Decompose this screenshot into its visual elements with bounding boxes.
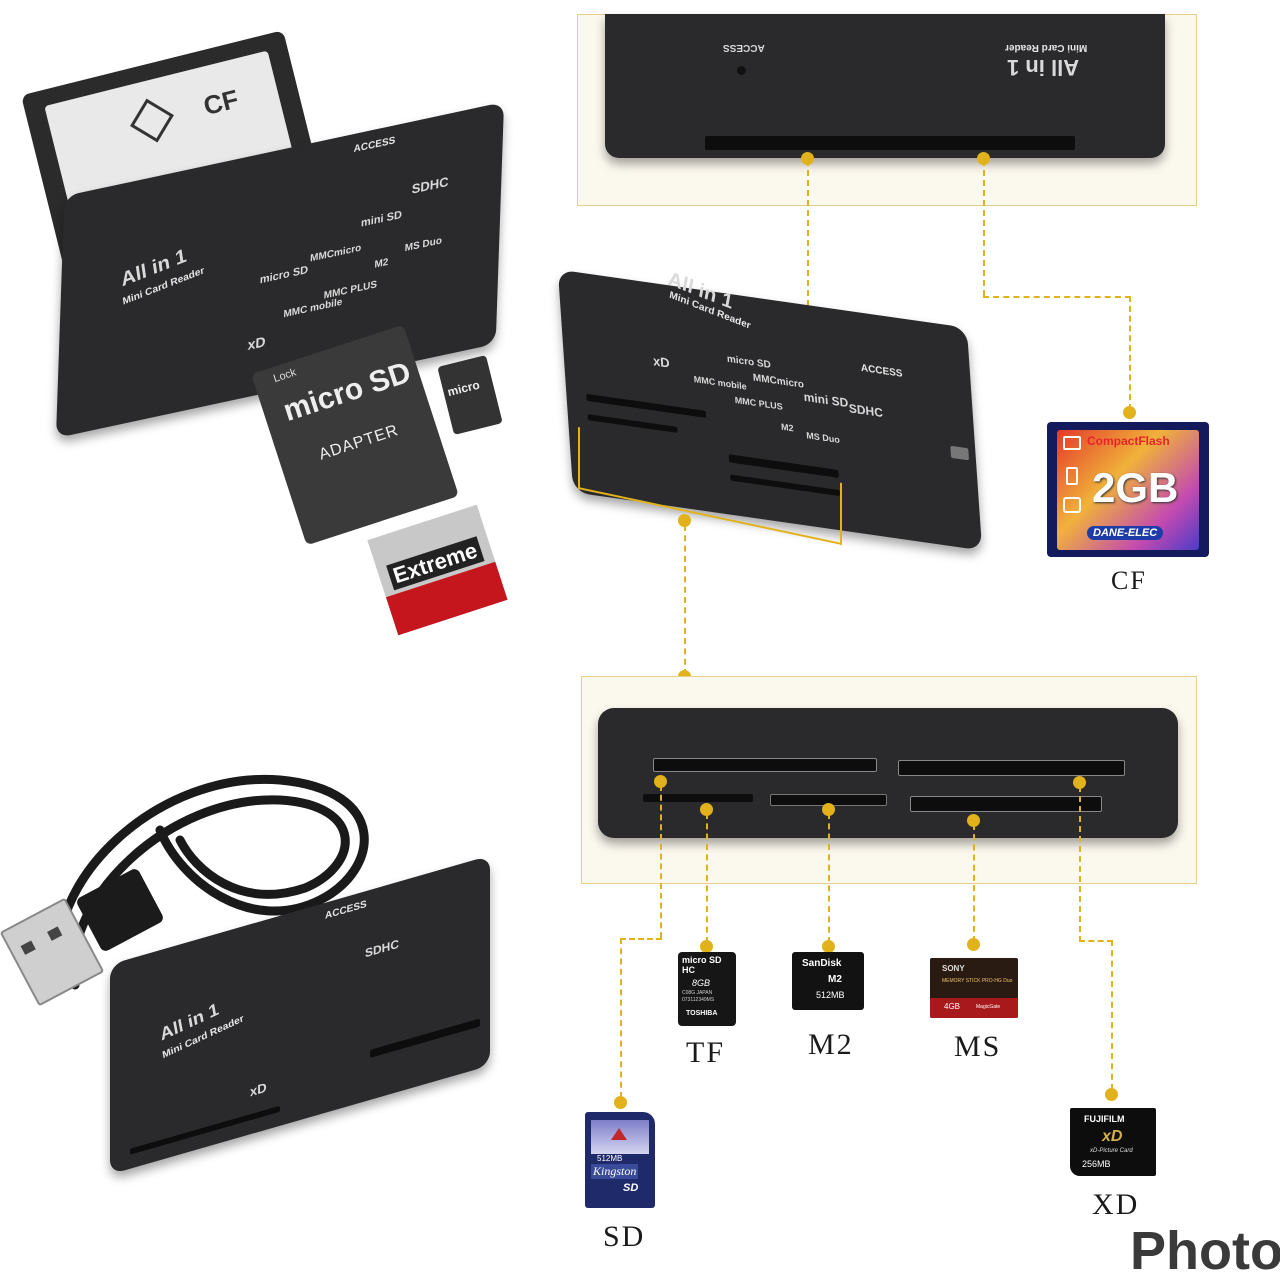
cf-slot xyxy=(705,136,1075,150)
ms-caption: MS xyxy=(954,1030,1002,1063)
usb-cable xyxy=(53,774,369,990)
connector-dot xyxy=(1123,406,1136,419)
cf-capacity: 2GB xyxy=(1092,464,1179,511)
phone-icon xyxy=(1066,467,1078,485)
xd-slot xyxy=(898,760,1125,776)
ms-duo-logo: MS Duo xyxy=(404,235,443,255)
warning-triangle-icon xyxy=(611,1128,627,1140)
micro-sd-logo: micro SD xyxy=(259,263,309,287)
ms-slot xyxy=(910,796,1102,812)
microsd-card-loose: micro xyxy=(437,354,503,436)
reader-slot xyxy=(586,393,707,418)
mmc-mobile-logo: MMC mobile xyxy=(283,296,343,321)
connector-dot xyxy=(801,152,814,165)
access-label: ACCESS xyxy=(353,135,396,156)
mmcmicro-logo: MMCmicro xyxy=(309,242,362,265)
lock-label: Lock xyxy=(271,366,298,386)
adapter-logo: micro SD xyxy=(279,355,415,428)
sdhc-logo: SDHC xyxy=(411,173,449,197)
cf-caption: CF xyxy=(1111,566,1147,595)
xd-logo: xD xyxy=(247,333,266,354)
sd-slot xyxy=(653,758,877,772)
mini-sd-logo: mini SD xyxy=(360,208,403,230)
reader-top-view: ACCESS All in 1 Mini Card Reader xyxy=(605,14,1165,158)
product-photo-top-left: CF All in 1 Mini Card Reader ACCESS micr… xyxy=(0,0,508,650)
camera-icon xyxy=(1063,436,1081,450)
product-photo-bottom-left: All in 1 Mini Card Reader ACCESS xD SDHC xyxy=(0,760,510,1180)
m2-card: SanDisk M2 512MB xyxy=(792,952,864,1010)
cf-brand: CompactFlash xyxy=(1087,434,1170,448)
access-led xyxy=(737,66,746,75)
connector-dot xyxy=(678,514,691,527)
printer-icon xyxy=(1063,497,1081,513)
top-view-brand: All in 1 xyxy=(1007,55,1080,80)
top-view-subtitle: Mini Card Reader xyxy=(1005,42,1088,53)
top-view-access: ACCESS xyxy=(723,42,765,53)
ms-card: SONY MEMORY STICK PRO-HG Duo 4GB MagicGa… xyxy=(930,958,1018,1018)
tf-slot xyxy=(643,794,753,802)
reader-slot xyxy=(370,1018,480,1058)
tf-caption: TF xyxy=(686,1036,726,1069)
watermark-text: Photo xyxy=(1130,1221,1280,1281)
reader-front-view xyxy=(598,708,1178,838)
m2-logo: M2 xyxy=(374,256,389,271)
xd-caption: XD xyxy=(1092,1188,1140,1221)
sandisk-extreme-card: Extreme xyxy=(367,504,508,636)
cf-maker: DANE-ELEC xyxy=(1087,526,1164,540)
adapter-sub: ADAPTER xyxy=(316,421,401,464)
sd-caption: SD xyxy=(603,1220,646,1253)
cf-card: CompactFlash 2GB DANE-ELEC xyxy=(1047,422,1209,557)
connector-dot xyxy=(977,152,990,165)
xd-card: FUJIFILM xD xD-Picture Card 256MB xyxy=(1070,1108,1156,1176)
tf-card: micro SD HC 8GB C08G JAPAN 073112349MS T… xyxy=(678,952,736,1026)
sd-card: 512MB Kingston SD xyxy=(585,1112,655,1208)
mmc-plus-logo: MMC PLUS xyxy=(323,279,378,302)
reader-slot xyxy=(587,414,678,433)
mini-usb-port xyxy=(950,445,970,461)
m2-caption: M2 xyxy=(808,1028,854,1061)
